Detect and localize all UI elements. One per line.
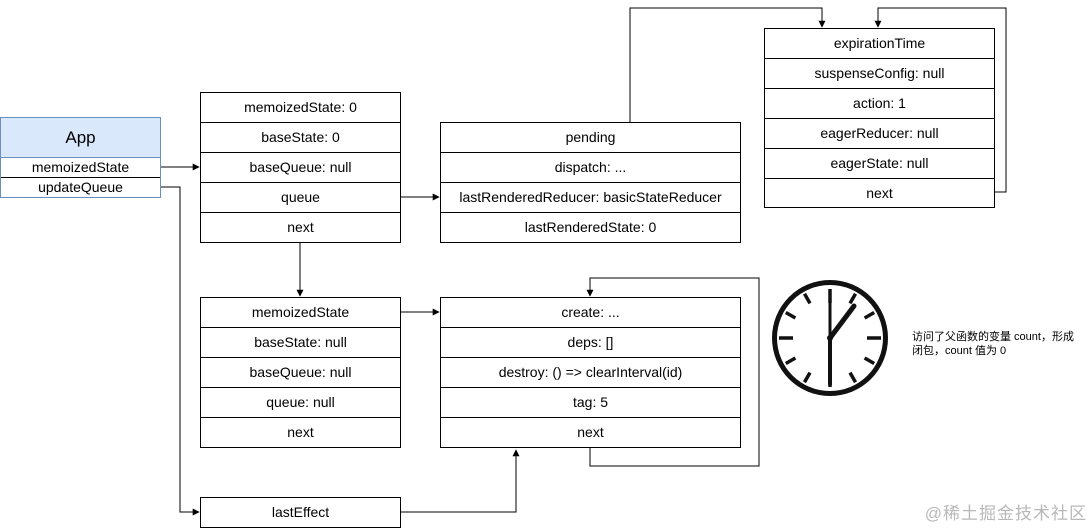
update-next: next xyxy=(866,185,893,201)
queue-node: pending dispatch: ... lastRenderedReduce… xyxy=(440,122,741,243)
arrow-updatequeue-to-lasteffect xyxy=(160,186,200,516)
last-effect-label: lastEffect xyxy=(271,504,330,520)
last-effect-node: lastEffect xyxy=(200,497,401,528)
effect-deps: deps: [] xyxy=(441,328,740,358)
update-action: action: 1 xyxy=(765,89,994,119)
effect-create: create: ... xyxy=(441,298,740,328)
app-title: App xyxy=(1,118,160,158)
update-expiration-time: expirationTime xyxy=(765,29,994,59)
hook1-base-state: baseState: 0 xyxy=(201,123,400,153)
hook1-memoized-state: memoizedState: 0 xyxy=(201,93,400,123)
app-field-memoized-state: memoizedState xyxy=(1,158,160,178)
update-eager-reducer: eagerReducer: null xyxy=(765,119,994,149)
closure-note: 访问了父函数的变量 count，形成 闭包，count 值为 0 xyxy=(912,331,1074,357)
hook1-node: memoizedState: 0 baseState: 0 baseQueue:… xyxy=(200,92,401,243)
effect-tag: tag: 5 xyxy=(441,388,740,418)
hook1-queue: queue xyxy=(201,183,400,213)
app-node: App memoizedState updateQueue xyxy=(0,117,161,198)
arrow-update-next-loop xyxy=(874,7,1007,193)
update-suspense-config: suspenseConfig: null xyxy=(765,59,994,89)
app-field-update-queue: updateQueue xyxy=(38,179,123,195)
hook2-next: next xyxy=(287,424,314,440)
effect-next: next xyxy=(577,424,604,440)
update-node: expirationTime suspenseConfig: null acti… xyxy=(764,28,995,208)
clock-icon xyxy=(772,280,888,396)
effect-destroy: destroy: () => clearInterval(id) xyxy=(441,358,740,388)
effect-node: create: ... deps: [] destroy: () => clea… xyxy=(440,297,741,448)
queue-dispatch: dispatch: ... xyxy=(441,153,740,183)
arrow-effect-next-loop xyxy=(586,277,760,467)
update-eager-state: eagerState: null xyxy=(765,149,994,179)
hook2-base-queue: baseQueue: null xyxy=(201,358,400,388)
hook1-next: next xyxy=(287,219,314,235)
arrow-pending-to-update xyxy=(629,7,826,122)
hook2-base-state: baseState: null xyxy=(201,328,400,358)
queue-pending: pending xyxy=(441,123,740,153)
hook2-memoized-state: memoizedState xyxy=(201,298,400,328)
hook1-base-queue: baseQueue: null xyxy=(201,153,400,183)
arrow-lasteffect-to-effect xyxy=(400,449,520,513)
queue-last-rendered-state: lastRenderedState: 0 xyxy=(524,219,657,235)
queue-last-rendered-reducer: lastRenderedReducer: basicStateReducer xyxy=(441,183,740,213)
hook2-node: memoizedState baseState: null baseQueue:… xyxy=(200,297,401,448)
hook2-queue: queue: null xyxy=(201,388,400,418)
watermark: @稀土掘金技术社区 xyxy=(924,504,1087,523)
